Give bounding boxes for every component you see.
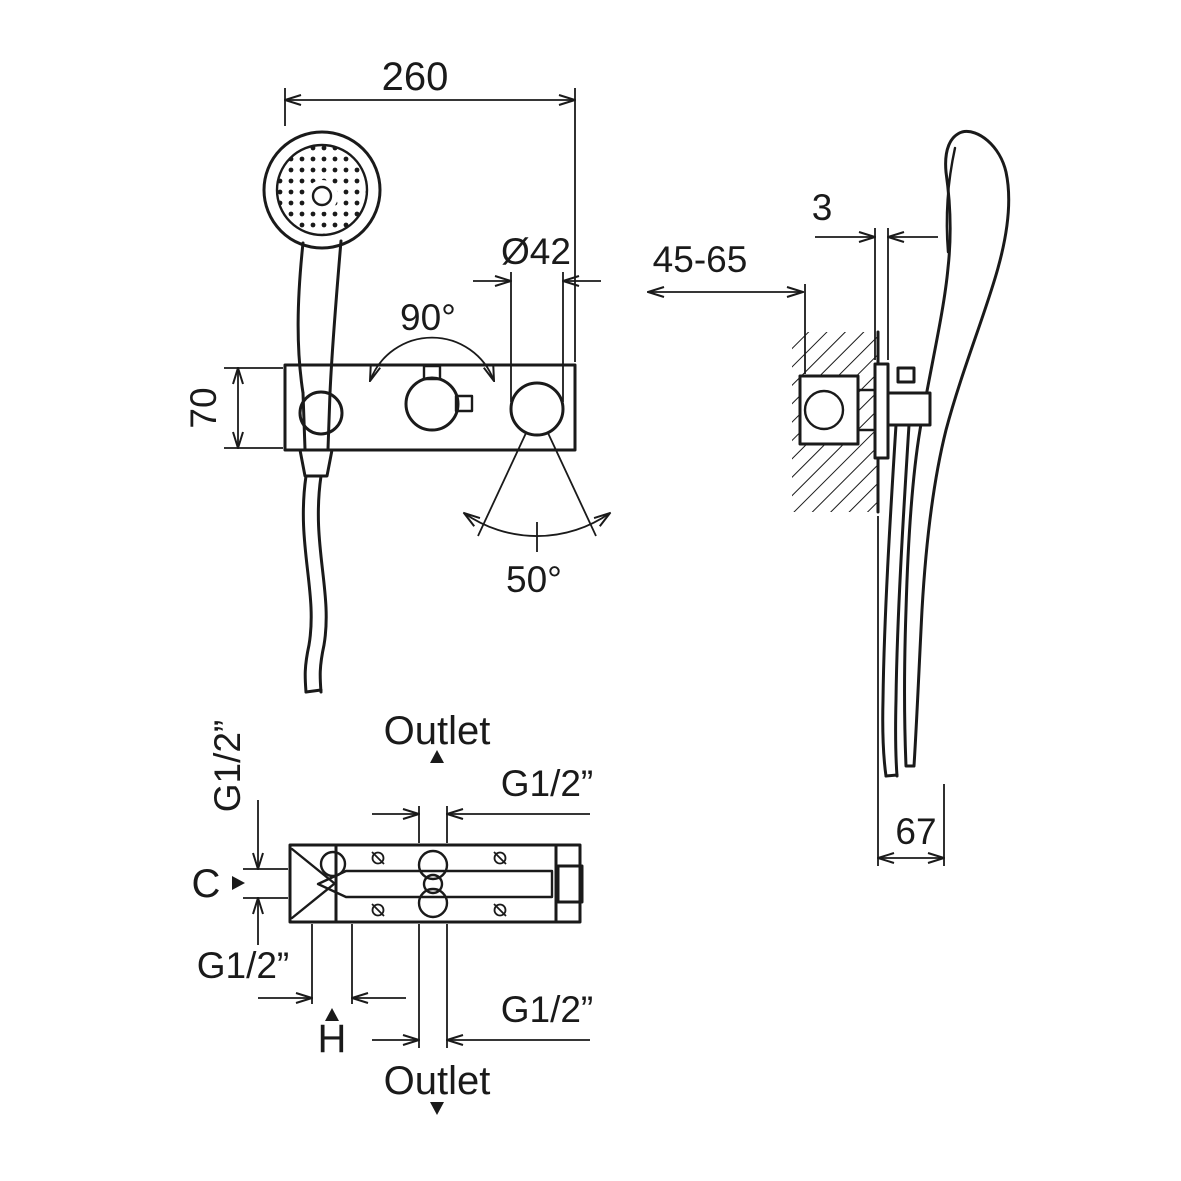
dim-70-label: 70 — [183, 387, 224, 428]
outlet-top-label: Outlet — [384, 709, 491, 753]
hot-inlet-label: H — [318, 1017, 347, 1061]
outlet-bottom-label: Outlet — [384, 1059, 491, 1103]
thread-bottom-right-label: G1/2” — [501, 989, 594, 1030]
waterway — [316, 869, 554, 899]
spray-face-center-gap — [306, 180, 338, 212]
front-view: 260 90° — [183, 55, 610, 694]
escutcheon-plate — [873, 362, 890, 460]
screw — [371, 903, 385, 917]
handle-left-edge — [296, 241, 305, 395]
lever-right — [454, 394, 474, 413]
outlet-top-callout: Outlet — [384, 709, 491, 763]
shower-hose-front — [301, 474, 328, 694]
dim-3-label: 3 — [812, 187, 833, 228]
screw-slot — [493, 851, 507, 865]
shower-holder-front — [298, 390, 344, 478]
dim-thread-bottom: G1/2” — [372, 924, 593, 1048]
spout-knob — [509, 381, 565, 437]
thread-top-label: G1/2” — [501, 763, 594, 804]
hose-right-line — [894, 423, 911, 778]
swivel-angle-label: 90° — [400, 297, 456, 338]
hose-left-line — [881, 423, 898, 778]
dim-plate-thickness-3: 3 — [812, 187, 938, 360]
hand-shower-head — [262, 130, 382, 395]
valve-cartridge — [803, 389, 845, 431]
shower-hose-side — [881, 423, 911, 778]
mounting-screws — [371, 851, 507, 917]
hand-shower-side-silhouette — [903, 129, 1011, 768]
screw — [493, 903, 507, 917]
dim-width-260: 260 — [285, 55, 575, 362]
dim-install-depth: 45-65 — [648, 239, 806, 374]
plan-view: Outlet G1/2” G1/2” C G1/2” — [192, 709, 593, 1115]
screw — [493, 851, 507, 865]
concealed-valve-body — [798, 374, 878, 446]
thread-left-label: G1/2” — [207, 720, 248, 813]
cold-inlet-label: C — [192, 862, 221, 906]
screw-slot — [493, 903, 507, 917]
screw — [371, 851, 385, 865]
mixer-control: 90° — [370, 297, 494, 432]
elbow-chevron — [290, 847, 336, 920]
center-port — [422, 873, 444, 895]
holder-circle — [298, 390, 344, 436]
body-outline — [288, 843, 582, 924]
outlet-bottom-arrow-icon — [430, 1102, 444, 1115]
diameter-label: Ø42 — [501, 231, 571, 272]
hose-nut — [298, 448, 334, 478]
end-cap — [556, 864, 584, 904]
dim-projection-67: 67 — [878, 516, 944, 866]
hose-left-line — [301, 474, 313, 694]
spout-angle-label: 50° — [506, 559, 562, 600]
outlet-top-arrow-icon — [430, 750, 444, 763]
outlet-port-bottom — [417, 887, 449, 919]
valve-housing — [798, 374, 860, 446]
side-view: 3 45-65 67 — [648, 129, 1011, 866]
dim-thread-hot: G1/2” H — [197, 924, 406, 1061]
dim-thread-left: G1/2” C — [192, 720, 288, 945]
outlet-bottom-callout: Outlet — [384, 1059, 491, 1115]
hot-inlet-arrow-icon — [325, 1008, 339, 1021]
hose-right-line — [316, 474, 328, 694]
swivel-arc — [370, 336, 494, 381]
screw-slot — [371, 903, 385, 917]
shower-head-outline — [262, 130, 382, 250]
outlet-port-top — [417, 849, 449, 881]
hose-end — [304, 688, 323, 694]
dim-260-label: 260 — [382, 55, 449, 99]
holder-hook — [896, 366, 916, 384]
spray-face-center — [311, 185, 333, 207]
diameter-dim-42: Ø42 — [473, 231, 601, 402]
dim-45-65-label: 45-65 — [653, 239, 748, 280]
cold-inlet-arrow-icon — [232, 876, 245, 890]
shower-holder-side — [886, 391, 932, 427]
head-face-line — [945, 146, 957, 254]
thread-bottom-left-label: G1/2” — [197, 945, 290, 986]
handle-through-holder — [301, 391, 332, 451]
hose-end — [884, 773, 899, 778]
spout-swing-50: 50° — [464, 432, 610, 600]
handle-right-edge — [328, 239, 343, 395]
dim-height-70: 70 — [183, 368, 283, 448]
dim-thread-top: G1/2” — [372, 763, 593, 843]
dim-67-label: 67 — [895, 811, 936, 852]
screw-slot — [371, 851, 385, 865]
